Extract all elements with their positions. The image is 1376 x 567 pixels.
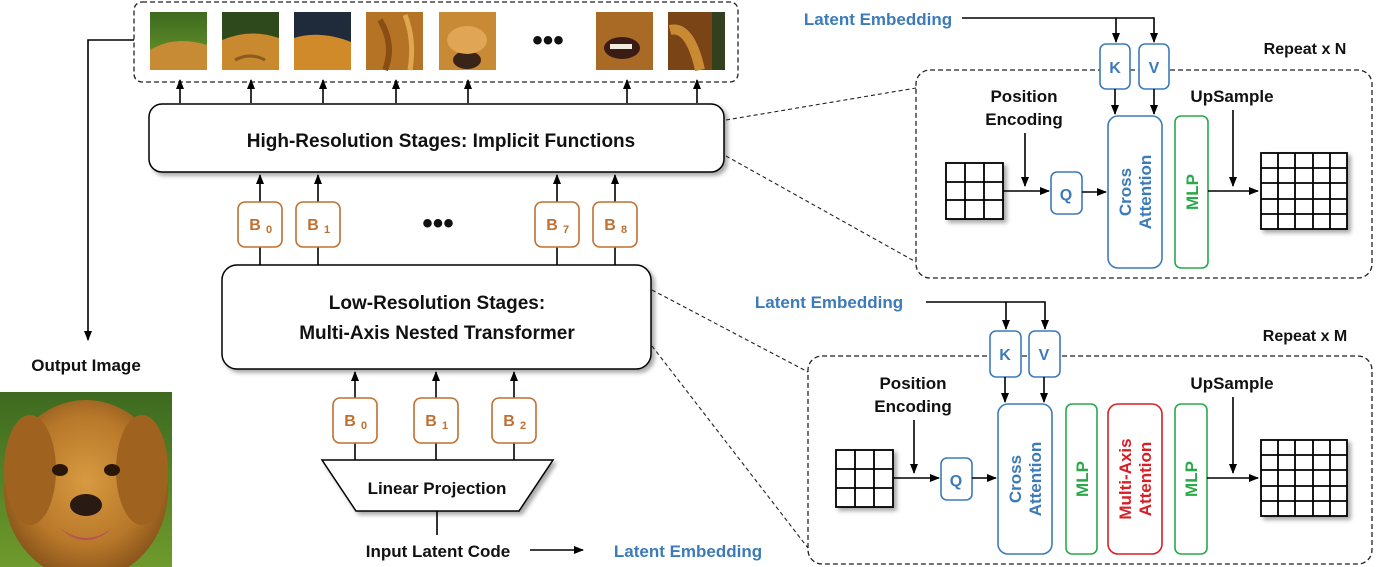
high-res-stage-label: High-Resolution Stages: Implicit Functio… — [247, 131, 635, 152]
top-position-label: Position — [990, 87, 1057, 106]
bottom-encoding-label: Encoding — [874, 397, 951, 416]
linear-projection-box — [320, 459, 555, 512]
patch-image-1 — [150, 12, 207, 70]
block-letter: B — [249, 217, 261, 234]
block-b0-high: B 0 — [237, 201, 283, 248]
high-res-block-arrows — [256, 174, 619, 202]
block-letter: B — [503, 413, 515, 430]
block-letter: B — [546, 217, 558, 234]
bottom-mlp2-label: MLP — [1182, 461, 1201, 497]
output-path-arrow — [84, 39, 134, 341]
repeat-m-label: Repeat x M — [1263, 328, 1347, 345]
top-mlp-box — [1174, 115, 1209, 269]
top-upsample-label: UpSample — [1190, 87, 1273, 106]
top-cross-attention-box — [1107, 115, 1163, 269]
block-subscript: 0 — [266, 224, 272, 236]
block-letter: B — [307, 217, 319, 234]
block-subscript: 0 — [361, 420, 367, 432]
bottom-multi-attention-label: Attention — [1136, 442, 1155, 517]
top-q-box — [1050, 171, 1083, 215]
zoom-connector-lines — [651, 87, 917, 549]
block-letter: B — [344, 413, 356, 430]
low-to-block-lines — [259, 247, 616, 266]
low-res-block-arrows — [351, 371, 518, 398]
top-detail-panel: Repeat x N Latent Embedding K V Position… — [804, 10, 1373, 279]
bottom-input-grid — [835, 449, 894, 508]
block-b1-high: B 1 — [295, 201, 341, 248]
block-letter: B — [425, 413, 437, 430]
input-latent-embedding-label: Latent Embedding — [614, 542, 762, 561]
patch-image-2 — [222, 12, 279, 70]
top-k-label: K — [1109, 60, 1121, 77]
low-res-stage-box — [221, 264, 652, 370]
top-latent-embedding-label: Latent Embedding — [804, 10, 952, 29]
top-q-label: Q — [1060, 187, 1072, 204]
projection-to-block-lines — [354, 443, 515, 460]
patch-image-3 — [294, 12, 351, 70]
bottom-multi-axis-box — [1107, 403, 1163, 555]
top-cross-label: Cross — [1116, 168, 1135, 216]
bottom-v-label: V — [1039, 347, 1050, 364]
bottom-cross-attention-box — [997, 403, 1053, 555]
top-encoding-label: Encoding — [985, 110, 1062, 129]
bottom-mlp1-box — [1065, 403, 1098, 555]
bottom-latent-embedding-label: Latent Embedding — [755, 293, 903, 312]
block-letter: B — [604, 217, 616, 234]
bottom-mlp2-box — [1174, 403, 1208, 555]
low-res-stage-label-line2: Multi-Axis Nested Transformer — [299, 323, 575, 344]
top-mlp-label: MLP — [1183, 174, 1202, 210]
bottom-attention-label: Attention — [1026, 442, 1045, 517]
output-image-label: Output Image — [31, 356, 141, 375]
bottom-q-label: Q — [950, 473, 962, 490]
low-res-stage-label-line1: Low-Resolution Stages: — [329, 293, 545, 314]
bottom-output-grid — [1260, 439, 1348, 517]
bottom-position-label: Position — [879, 374, 946, 393]
blocks-ellipsis: ••• — [422, 207, 454, 240]
block-subscript: 7 — [563, 224, 569, 236]
bottom-q-box — [940, 457, 973, 501]
input-latent-code-label: Input Latent Code — [366, 542, 510, 561]
block-subscript: 2 — [520, 420, 526, 432]
bottom-detail-panel: Repeat x M Latent Embedding K V Position… — [755, 293, 1373, 565]
block-b7-high: B 7 — [534, 201, 580, 248]
repeat-n-label: Repeat x N — [1264, 41, 1347, 58]
patch-image-4 — [366, 12, 423, 72]
block-b0-low: B 0 — [332, 397, 378, 444]
linear-projection-label: Linear Projection — [368, 479, 507, 498]
block-subscript: 1 — [442, 420, 448, 432]
block-subscript: 1 — [324, 224, 330, 236]
bottom-cross-label: Cross — [1006, 455, 1025, 503]
bottom-mlp1-label: MLP — [1073, 461, 1092, 497]
patches-ellipsis: ••• — [532, 24, 564, 57]
bottom-k-label: K — [999, 347, 1011, 364]
patch-image-6 — [596, 12, 653, 70]
top-output-grid — [1260, 152, 1348, 230]
patch-arrows — [176, 79, 701, 103]
block-subscript: 8 — [621, 224, 627, 236]
block-b1-low: B 1 — [413, 397, 459, 444]
output-patches-container — [133, 1, 739, 83]
patch-image-7 — [668, 12, 725, 72]
block-b2-low: B 2 — [491, 397, 537, 444]
high-res-stage-box — [148, 103, 725, 173]
block-b8-high: B 8 — [592, 201, 638, 248]
bottom-multi-axis-label: Multi-Axis — [1116, 438, 1135, 519]
output-dog-image — [0, 392, 172, 567]
top-attention-label: Attention — [1136, 155, 1155, 230]
patch-image-5 — [439, 12, 496, 70]
top-input-grid — [945, 162, 1004, 220]
top-v-label: V — [1149, 60, 1160, 77]
bottom-upsample-label: UpSample — [1190, 374, 1273, 393]
